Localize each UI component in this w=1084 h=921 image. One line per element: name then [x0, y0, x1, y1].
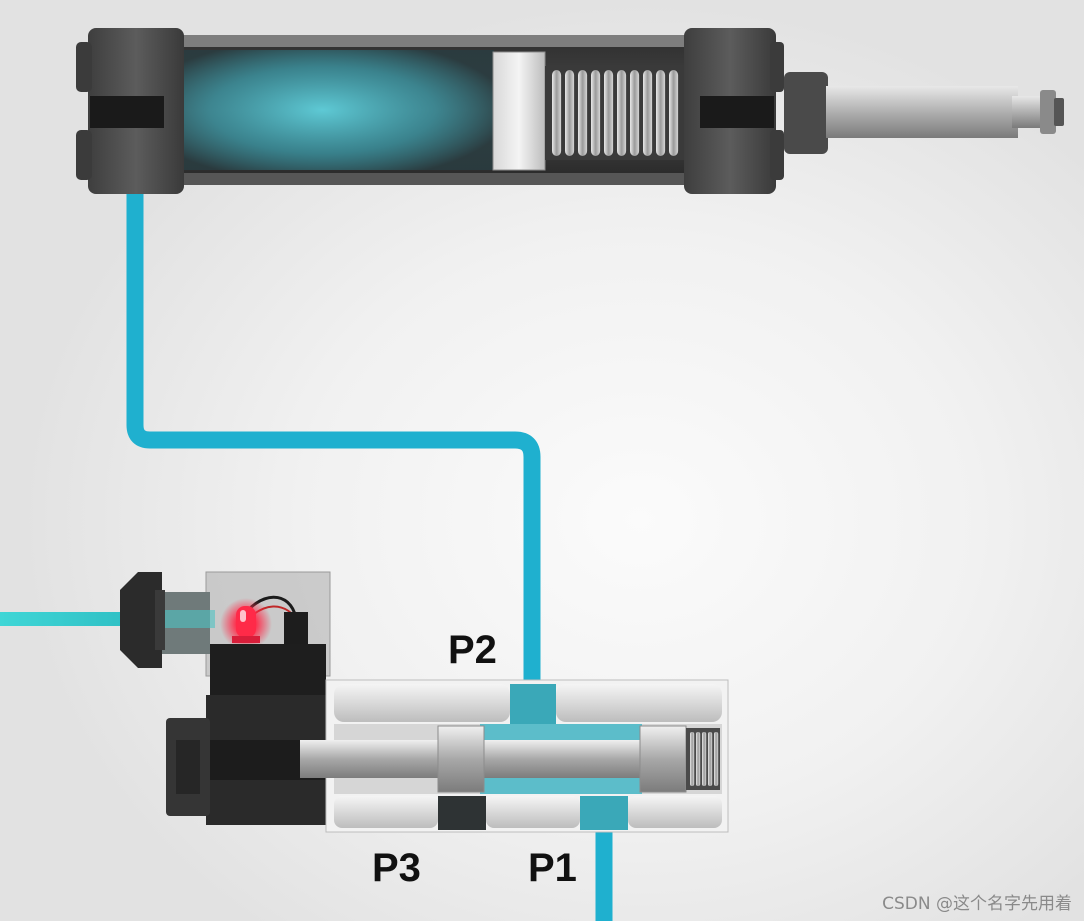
spool-valve	[300, 679, 729, 833]
piston-rod	[826, 86, 1018, 138]
watermark: CSDN @这个名字先用着	[882, 894, 1072, 914]
pneumatic-cylinder	[76, 28, 1064, 194]
spring-coil	[702, 732, 707, 786]
spring-coil	[578, 70, 588, 156]
spool-land-left	[437, 725, 485, 793]
spring-coil	[690, 732, 695, 786]
spring-coil	[552, 70, 562, 156]
signal-line	[0, 612, 132, 626]
return-spring	[545, 66, 685, 160]
port-label-p1: P1	[528, 846, 577, 890]
spring-coil	[643, 70, 653, 156]
port-label-p3: P3	[372, 846, 421, 890]
spring-coil	[696, 732, 701, 786]
cylinder-piston	[492, 51, 546, 171]
p3-port	[438, 796, 486, 830]
spring-coil	[591, 70, 601, 156]
spring-coil	[669, 70, 679, 156]
spring-coil	[604, 70, 614, 156]
air-line-cylinder-to-p2	[126, 190, 541, 690]
port-label-p2: P2	[448, 628, 497, 672]
cylinder-air-chamber	[182, 50, 494, 170]
p2-port-air	[510, 684, 556, 724]
spring-coil	[714, 732, 719, 786]
spring-coil	[565, 70, 575, 156]
spring-coil	[617, 70, 627, 156]
spool-rod	[300, 740, 680, 778]
solenoid-actuator	[166, 644, 330, 825]
p1-port-air	[580, 796, 628, 830]
spring-coil	[708, 732, 713, 786]
spring-coil	[630, 70, 640, 156]
spool-land-right	[639, 725, 687, 793]
spring-coil	[656, 70, 666, 156]
led-indicator-icon	[220, 598, 272, 650]
